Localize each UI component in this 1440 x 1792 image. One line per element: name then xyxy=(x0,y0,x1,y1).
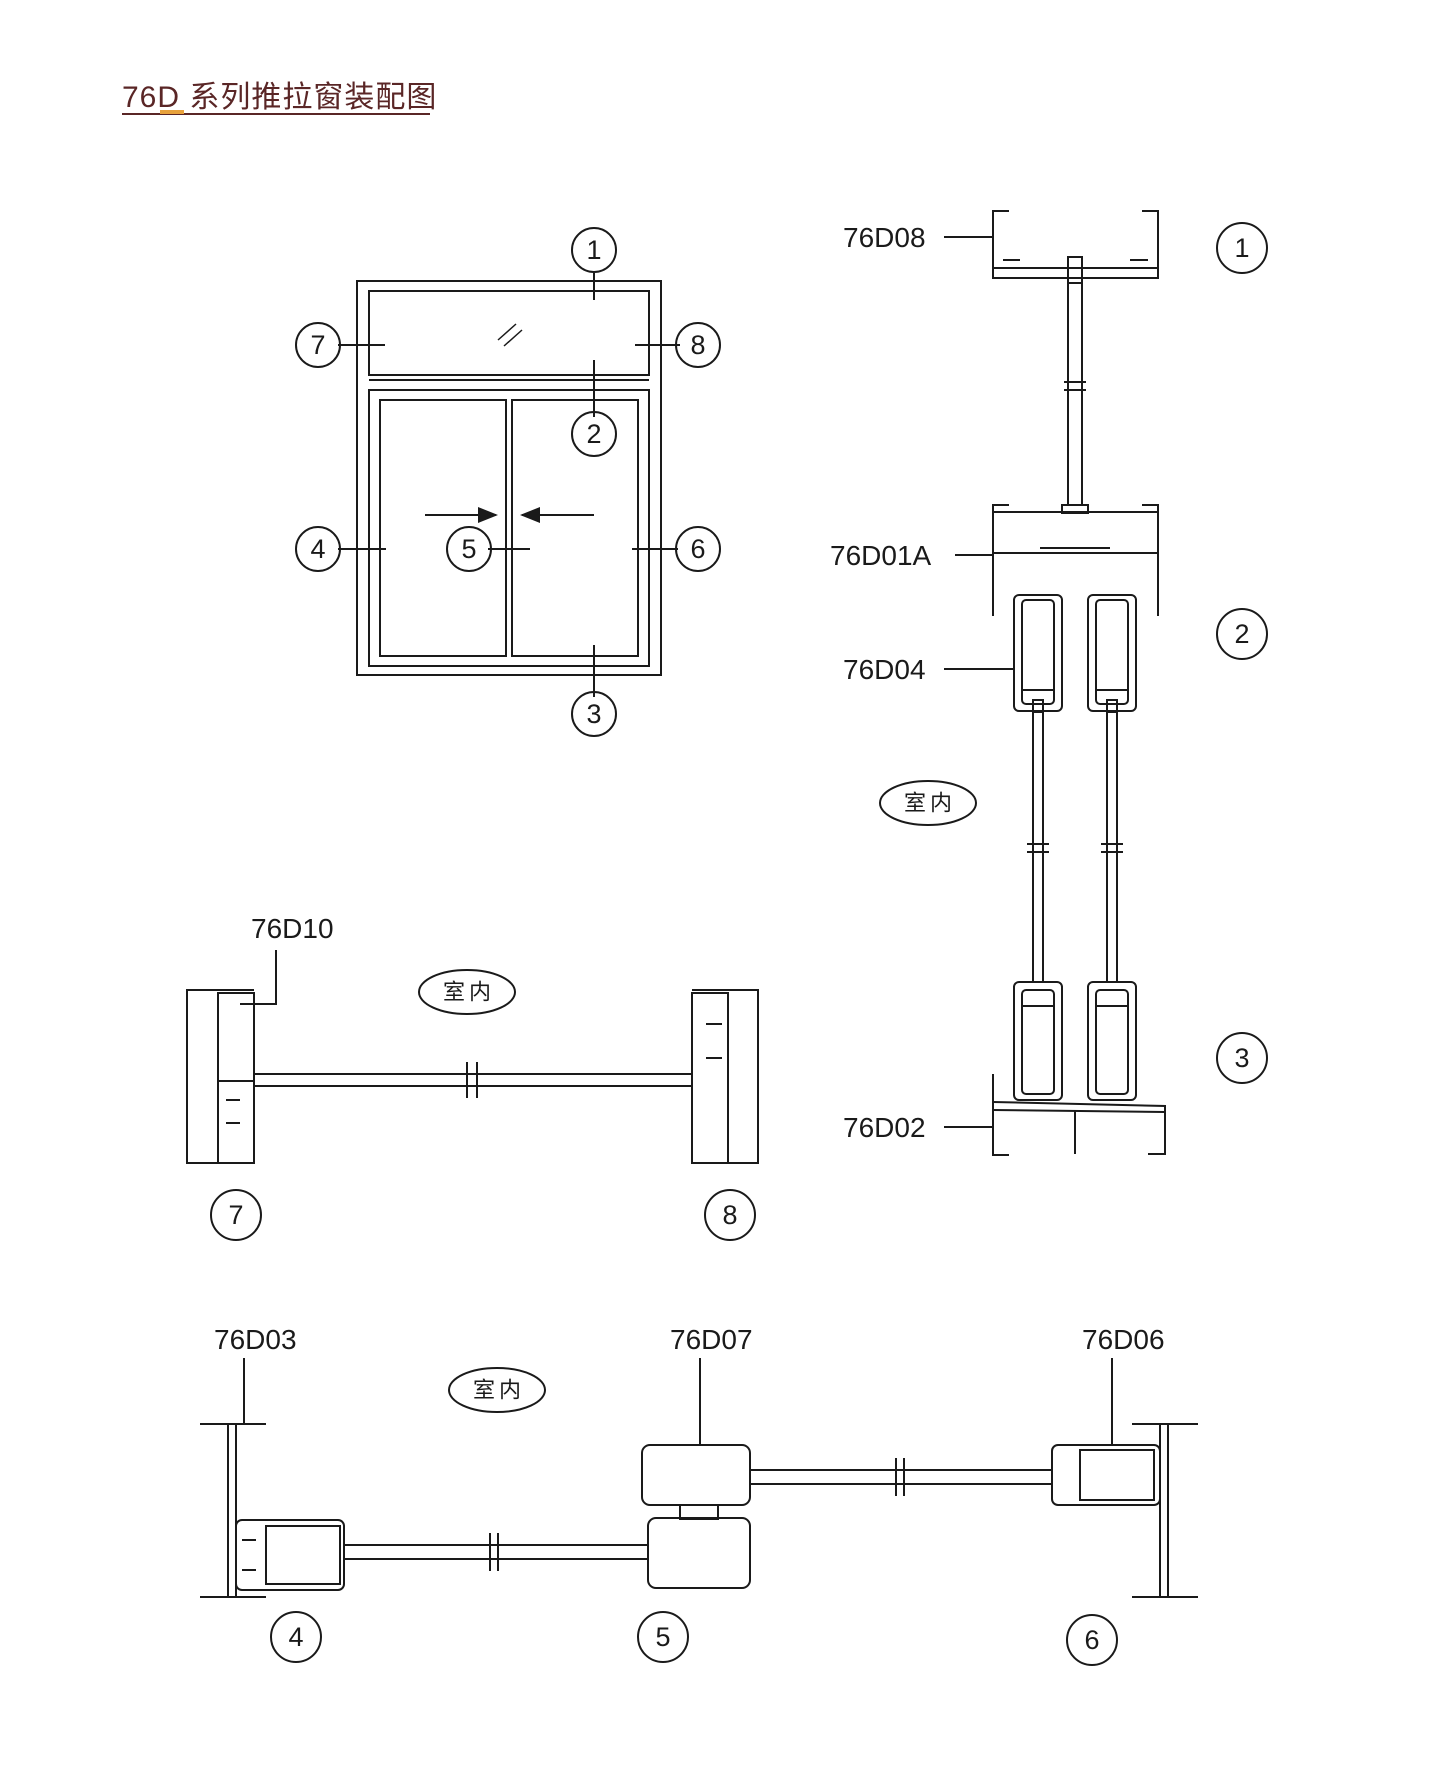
section-marker-1 xyxy=(1216,222,1268,274)
room-label-vertical: 室内 xyxy=(904,791,956,816)
profile-label-76d03: 76D03 xyxy=(214,1324,297,1355)
transom-marker-8-label: 8 xyxy=(722,1200,737,1230)
horizontal-marker-5 xyxy=(637,1611,689,1663)
section-marker-3 xyxy=(1216,1032,1268,1084)
elevation-marker-8-label: 8 xyxy=(690,330,705,360)
profile-label-76d07: 76D07 xyxy=(670,1324,753,1355)
elevation-marker-8 xyxy=(675,322,721,368)
elevation-marker-1-label: 1 xyxy=(586,235,601,265)
profile-label-76d06: 76D06 xyxy=(1082,1324,1165,1355)
page-title: 76D 系列推拉窗装配图 xyxy=(122,81,438,114)
elevation-marker-4-label: 4 xyxy=(310,534,325,564)
horizontal-marker-5-label: 5 xyxy=(655,1622,670,1652)
profile-label-76d10: 76D10 xyxy=(251,913,334,944)
horizontal-marker-4 xyxy=(270,1611,322,1663)
elevation-marker-5-label: 5 xyxy=(461,534,476,564)
transom-marker-7-label: 7 xyxy=(228,1200,243,1230)
transom-marker-8 xyxy=(704,1189,756,1241)
elevation-marker-3 xyxy=(571,691,617,737)
horizontal-marker-6-label: 6 xyxy=(1084,1625,1099,1655)
section-marker-2 xyxy=(1216,608,1268,660)
elevation-marker-2-label: 2 xyxy=(586,419,601,449)
room-oval-vertical xyxy=(879,780,977,826)
section-marker-1-label: 1 xyxy=(1234,233,1249,263)
elevation-marker-1 xyxy=(571,227,617,273)
profile-label-76d04: 76D04 xyxy=(843,654,926,685)
room-label-horizontal: 室内 xyxy=(473,1378,525,1403)
elevation-marker-7 xyxy=(295,322,341,368)
vertical-section xyxy=(879,210,1268,1156)
profile-label-76d02: 76D02 xyxy=(843,1112,926,1143)
elevation-marker-7-label: 7 xyxy=(310,330,325,360)
elevation-marker-6 xyxy=(675,526,721,572)
title-accent xyxy=(160,110,184,114)
horizontal-marker-4-label: 4 xyxy=(288,1622,303,1652)
profile-label-76d08: 76D08 xyxy=(843,222,926,253)
profile-label-76d01a: 76D01A xyxy=(830,540,932,571)
room-label-transom: 室内 xyxy=(443,980,495,1005)
elevation-marker-5 xyxy=(446,526,492,572)
room-oval-transom xyxy=(418,969,516,1015)
elevation-marker-3-label: 3 xyxy=(586,699,601,729)
room-oval-horizontal xyxy=(448,1367,546,1413)
horizontal-section xyxy=(200,1358,1198,1666)
transom-marker-7 xyxy=(210,1189,262,1241)
elevation-marker-6-label: 6 xyxy=(690,534,705,564)
section-marker-2-label: 2 xyxy=(1234,619,1249,649)
title-underline xyxy=(122,113,430,115)
elevation-marker-4 xyxy=(295,526,341,572)
horizontal-marker-6 xyxy=(1066,1614,1118,1666)
elevation-marker-2 xyxy=(571,411,617,457)
window-elevation xyxy=(295,227,721,737)
section-marker-3-label: 3 xyxy=(1234,1043,1249,1073)
transom-section xyxy=(186,950,759,1241)
